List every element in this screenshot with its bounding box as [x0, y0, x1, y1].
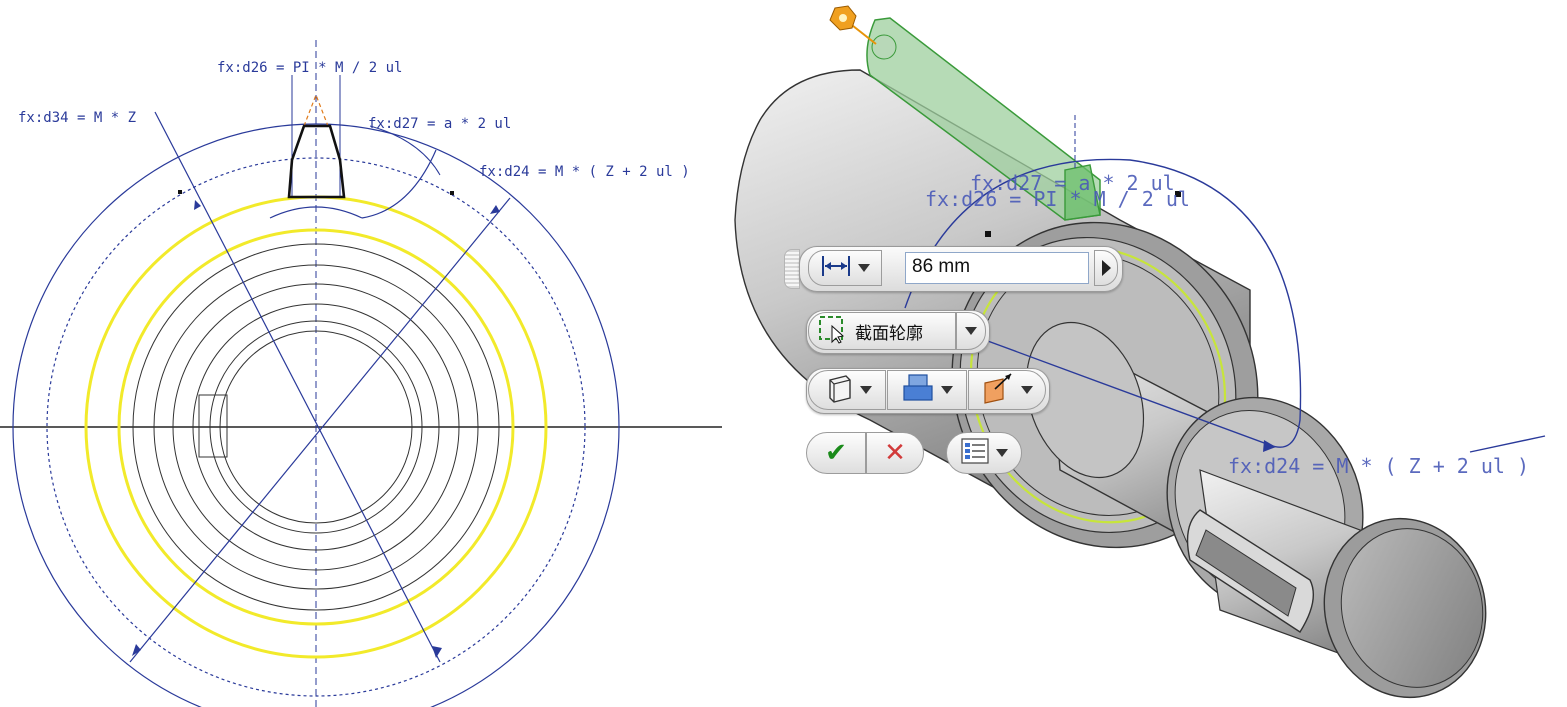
distance-icon — [820, 253, 852, 283]
distance-type-dropdown[interactable] — [808, 250, 882, 286]
solid-body-dropdown[interactable] — [808, 370, 886, 410]
ok-button[interactable]: ✔ — [806, 432, 866, 474]
distance-input[interactable]: 86 mm — [905, 252, 1089, 284]
model-dim-d27: fx:d27 = a * 2 ul — [970, 171, 1175, 195]
chevron-down-icon — [858, 264, 870, 272]
profile-label: 截面轮廓 — [855, 323, 923, 344]
direction-dropdown[interactable] — [968, 370, 1046, 410]
output-dropdown[interactable] — [887, 370, 967, 410]
mini-toolbar-grip[interactable] — [784, 249, 800, 289]
options-list-icon — [960, 437, 990, 469]
chevron-down-icon — [1021, 386, 1033, 394]
model-view: fx:d27 = a * 2 ul fx:d26 = PI * M / 2 ul… — [734, 5, 1546, 699]
sketch-dim-d27: fx:d27 = a * 2 ul — [368, 116, 511, 132]
model-dim-d26: fx:d26 = PI * M / 2 ul — [925, 187, 1190, 211]
profile-select-button[interactable]: 截面轮廓 — [808, 312, 956, 350]
profile-dropdown[interactable] — [956, 312, 986, 350]
model-dim-d24: fx:d24 = M * ( Z + 2 ul ) — [1228, 454, 1529, 478]
chevron-down-icon — [941, 386, 953, 394]
arrow-right-icon — [1101, 260, 1111, 276]
sketch-dim-d34: fx:d34 = M * Z — [18, 110, 136, 126]
apply-distance-button[interactable] — [1094, 250, 1118, 286]
chevron-down-icon — [996, 449, 1008, 457]
sketch-dim-d24: fx:d24 = M * ( Z + 2 ul ) — [479, 164, 690, 180]
chevron-down-icon — [860, 386, 872, 394]
sketch-dim-d26: fx:d26 = PI * M / 2 ul — [217, 60, 402, 76]
direction-icon — [981, 371, 1015, 409]
sketch-view: fx:d26 = PI * M / 2 ul fx:d34 = M * Z fx… — [0, 40, 722, 707]
checkmark-icon: ✔ — [825, 438, 847, 468]
close-icon: ✕ — [884, 438, 906, 468]
options-list-dropdown[interactable] — [946, 432, 1022, 474]
direction-gizmo-icon[interactable] — [829, 5, 857, 31]
chevron-down-icon — [965, 327, 977, 335]
output-icon — [901, 372, 935, 408]
profile-select-icon — [817, 314, 847, 348]
solid-body-icon — [822, 372, 854, 408]
cancel-button[interactable]: ✕ — [866, 432, 924, 474]
